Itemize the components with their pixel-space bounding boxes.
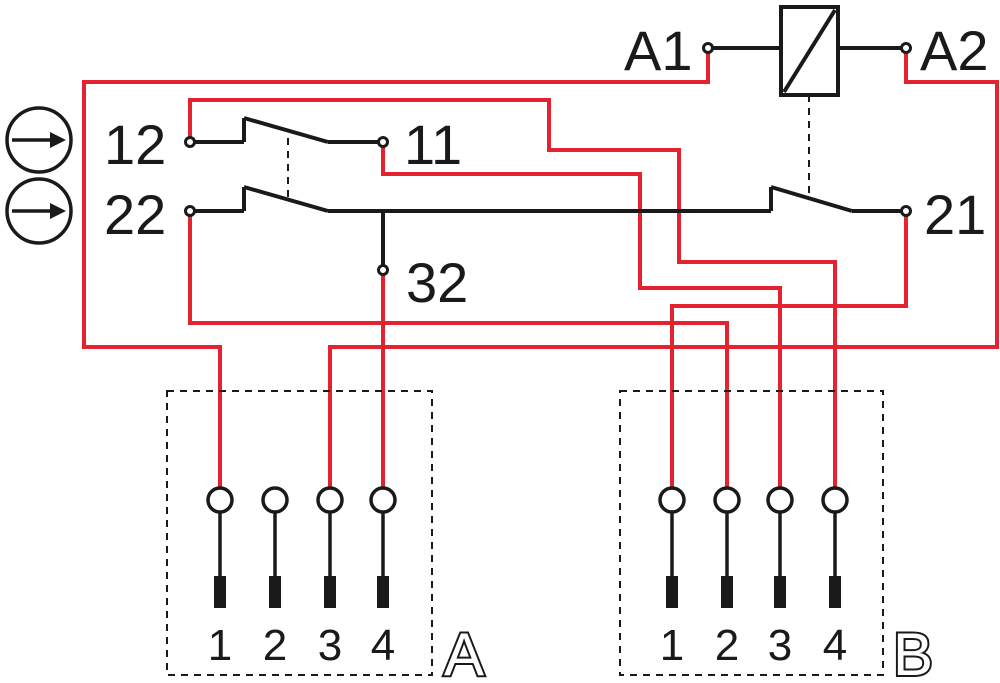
connector-b-pin-1: 1 — [658, 486, 686, 670]
contact-12-11 — [194, 116, 379, 144]
label-32: 32 — [406, 251, 468, 314]
terminal-node-32 — [377, 264, 389, 276]
relay-coil — [712, 5, 902, 97]
pin-circle — [316, 486, 344, 514]
pin-contact — [666, 576, 678, 608]
pin-circle — [206, 486, 234, 514]
wire-22-to-b2pin — [188, 212, 729, 490]
pin-contact — [214, 576, 226, 608]
pin-contact — [721, 576, 733, 608]
label-a2: A2 — [920, 19, 989, 82]
terminal-node-11 — [377, 136, 389, 148]
pin-circle — [369, 486, 397, 514]
pin-contact — [269, 576, 281, 608]
wire-11-to-b3pin — [381, 142, 782, 490]
terminal-node-a2 — [900, 42, 912, 54]
pin-contact — [324, 576, 336, 608]
pin-circle — [658, 486, 686, 514]
pin-circle — [261, 486, 289, 514]
pin-number: 4 — [371, 621, 395, 670]
label-a1: A1 — [624, 19, 693, 82]
connector-b-pin-2: 2 — [713, 486, 741, 670]
pin-contact — [829, 576, 841, 608]
terminal-node-12 — [184, 136, 196, 148]
wire-a1-to-a1pin — [82, 50, 710, 490]
connector-a-label: A — [444, 621, 484, 683]
pin-number: 1 — [660, 621, 684, 670]
terminal-node-a1 — [702, 42, 714, 54]
connector-a-pin-1: 1 — [206, 486, 234, 670]
connector-a-pin-4: 4 — [369, 486, 397, 670]
pin-circle — [766, 486, 794, 514]
terminal-node-22 — [184, 205, 196, 217]
pin-number: 4 — [823, 621, 847, 670]
arrow-circle-icon — [5, 106, 73, 174]
pin-circle — [821, 486, 849, 514]
coil-diagonal — [782, 8, 837, 94]
pin-number: 3 — [768, 621, 792, 670]
contact-22-21 — [194, 185, 902, 213]
label-22: 22 — [104, 183, 166, 246]
connector-b-pin-4: 4 — [821, 486, 849, 670]
pin-contact — [774, 576, 786, 608]
terminal-node-21 — [900, 205, 912, 217]
connector-b-pin-3: 3 — [766, 486, 794, 670]
label-11: 11 — [404, 113, 462, 176]
connector-b-label: B — [893, 621, 933, 683]
wire-12-to-b4pin — [188, 98, 837, 490]
pin-number: 2 — [715, 621, 739, 670]
pin-number: 1 — [208, 621, 232, 670]
pin-number: 3 — [318, 621, 342, 670]
connector-a-pin-2: 2 — [261, 486, 289, 670]
label-21: 21 — [924, 183, 986, 246]
red-wires — [82, 50, 999, 490]
arrow-circle-icon — [5, 177, 73, 245]
pin-number: 2 — [263, 621, 287, 670]
pin-contact — [377, 576, 389, 608]
wire-a2-to-a3pin — [328, 50, 999, 490]
connector-a-border — [166, 390, 433, 676]
wire-21-to-b1pin — [670, 212, 908, 490]
connector-a-pin-3: 3 — [316, 486, 344, 670]
connector-b-border — [619, 390, 884, 676]
pin-circle — [713, 486, 741, 514]
label-12: 12 — [104, 113, 166, 176]
